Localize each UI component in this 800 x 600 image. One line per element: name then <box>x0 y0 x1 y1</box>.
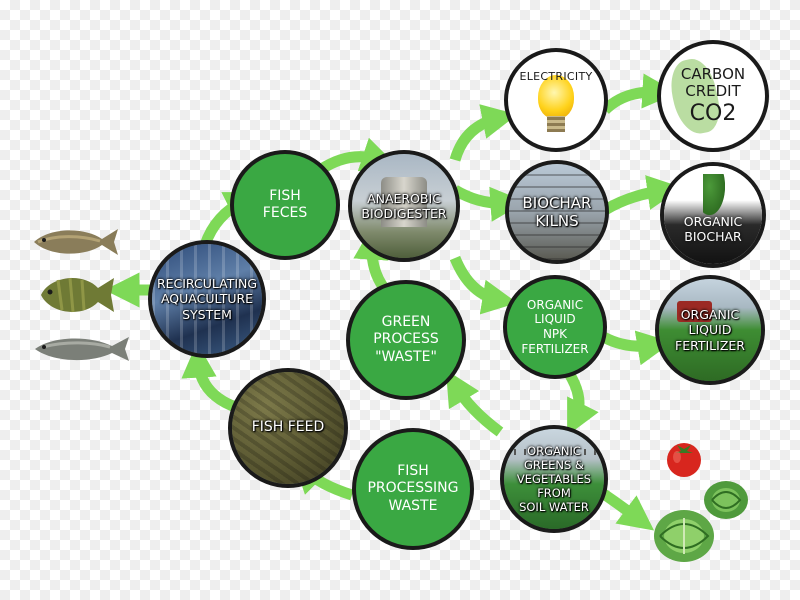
fish-feed-node: Fish Feed <box>228 368 348 488</box>
lettuce-icon <box>704 481 748 519</box>
electricity-node: Electricity <box>504 48 608 152</box>
tomato-icon <box>667 443 701 477</box>
anaerobic-biodigester-node: Anaerobic Biodigester <box>348 150 460 262</box>
arrow-icon <box>597 330 673 366</box>
arrow-icon <box>449 104 518 162</box>
fish-icon <box>34 229 118 255</box>
arrow-icon <box>445 369 504 437</box>
biochar-kilns-node: Biochar Kilns <box>505 160 609 264</box>
organic-liquid-npk-node: Organic Liquid NPK Fertilizer <box>503 275 607 379</box>
fish-icon <box>35 337 129 361</box>
arrow-icon <box>602 175 683 215</box>
recirculating-aquaculture-node: Recirculating Aquaculture System <box>148 240 266 358</box>
green-process-waste-node: Green Process "Waste" <box>346 280 466 400</box>
organic-biochar-node: Organic Biochar <box>660 162 766 268</box>
organic-liquid-fertilizer-node: Organic Liquid Fertilizer <box>655 275 765 385</box>
arrow-icon <box>452 185 526 222</box>
arrow-icon <box>449 255 518 315</box>
fish-processing-waste-node: Fish Processing Waste <box>352 428 474 550</box>
arrow-icon <box>601 73 678 115</box>
arrow-icon <box>565 372 599 436</box>
light-bulb-icon <box>538 75 574 120</box>
fish-icon <box>41 277 114 313</box>
fish-feces-node: Fish Feces <box>230 150 340 260</box>
lettuce-icon <box>654 510 714 562</box>
carbon-credit-node: Carbon Credit CO2 <box>657 40 769 152</box>
organic-greens-node: Organic Greens & Vegetables From Soil Wa… <box>500 425 608 533</box>
